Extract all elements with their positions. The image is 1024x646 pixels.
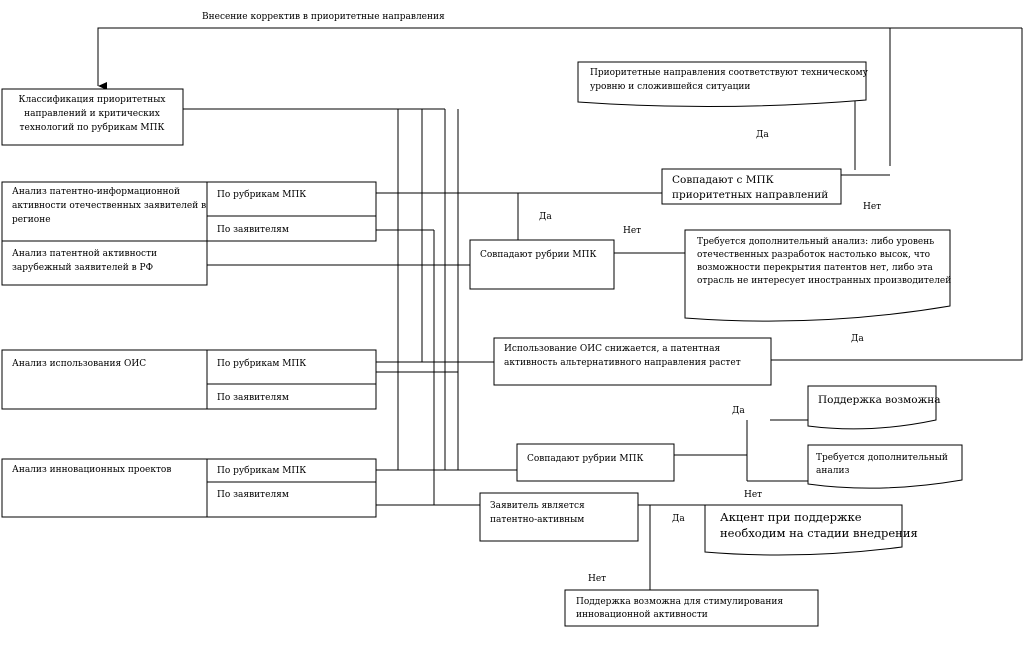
extra-analysis-long-text-2: отечественных разработок настолько высок… — [697, 249, 930, 260]
domestic-analysis-text-2: активности отечественных заявителей в — [12, 201, 206, 211]
ois-by-ipc: По рубрикам МПК — [217, 358, 306, 369]
domestic-analysis-box: Анализ патентно-информационной активност… — [1, 181, 377, 242]
applicant-active-text-1: Заявитель является — [490, 501, 585, 511]
extra-analysis-short-text-1: Требуется дополнительный — [816, 452, 948, 463]
innov-by-ipc: По рубрикам МПК — [217, 465, 306, 476]
match-rubrics-box-2: Совпадают рубрии МПК — [516, 443, 675, 482]
domestic-analysis-text-1: Анализ патентно-информационной — [12, 187, 180, 197]
domestic-by-ipc: По рубрикам МПК — [217, 189, 306, 200]
priority-match-text-1: Приоритетные направления соответствуют т… — [590, 68, 869, 78]
classification-text-1: Классификация приоритетных — [19, 95, 166, 105]
applicant-active-box: Заявитель является патентно-активным — [479, 492, 639, 542]
match-ipc-priority-box: Совпадают с МПК приоритетных направлений — [661, 168, 842, 205]
match-ipc-priority-text-1: Совпадают с МПК — [672, 174, 774, 186]
accent-support-text-2: необходим на стадии внедрения — [720, 526, 918, 540]
innov-analysis-text: Анализ инновационных проектов — [12, 465, 171, 475]
extra-analysis-long-text-4: отрасль не интересует иностранных произв… — [697, 276, 951, 286]
label-yes-1: Да — [756, 130, 769, 140]
label-no-3: Нет — [744, 490, 762, 500]
ois-analysis-text: Анализ использования ОИС — [12, 359, 146, 369]
extra-analysis-short-text-2: анализ — [816, 466, 849, 476]
priority-match-box: Приоритетные направления соответствуют т… — [577, 61, 869, 108]
support-stimulate-text-2: инновационной активности — [576, 610, 708, 620]
support-stimulate-text-1: Поддержка возможна для стимулирования — [576, 597, 783, 607]
innov-analysis-box: Анализ инновационных проектов По рубрика… — [1, 458, 377, 518]
foreign-analysis-text-2: зарубежный заявителей в РФ — [12, 262, 153, 273]
accent-support-text-1: Акцент при поддержке — [720, 510, 862, 524]
match-rubrics-1-text: Совпадают рубрии МПК — [480, 249, 596, 260]
innov-by-applicants: По заявителям — [217, 490, 289, 500]
match-rubrics-box-1: Совпадают рубрии МПК — [469, 239, 615, 290]
applicant-active-text-2: патентно-активным — [490, 515, 584, 525]
accent-support-box: Акцент при поддержке необходим на стадии… — [704, 504, 918, 556]
match-ipc-priority-text-2: приоритетных направлений — [672, 189, 828, 201]
foreign-analysis-text-1: Анализ патентной активности — [12, 249, 157, 259]
connectors — [97, 27, 1023, 591]
label-yes-4: Да — [732, 406, 745, 416]
label-yes-3: Да — [851, 334, 864, 344]
extra-analysis-short-box: Требуется дополнительный анализ — [807, 444, 963, 489]
ois-decrease-text-2: активность альтернативного направления р… — [504, 358, 741, 368]
ois-by-applicants: По заявителям — [217, 393, 289, 403]
label-no-2: Нет — [623, 226, 641, 236]
support-possible-box: Поддержка возможна — [807, 385, 941, 430]
ois-decrease-text-1: Использование ОИС снижается, а патентная — [504, 344, 721, 354]
feedback-arrow-line — [97, 27, 891, 166]
extra-analysis-long-box: Требуется дополнительный анализ: либо ур… — [684, 229, 951, 322]
foreign-analysis-box: Анализ патентной активности зарубежный з… — [1, 240, 208, 286]
classification-text-3: технологий по рубрикам МПК — [20, 122, 165, 133]
support-stimulate-box: Поддержка возможна для стимулирования ин… — [564, 589, 819, 627]
ois-decrease-box: Использование ОИС снижается, а патентная… — [493, 337, 772, 386]
match-rubrics-2-text: Совпадают рубрии МПК — [527, 453, 643, 464]
feedback-right-drop — [771, 28, 1023, 361]
extra-analysis-long-text-3: возможности перекрытия патентов нет, либ… — [697, 262, 933, 273]
label-no-1: Нет — [863, 202, 881, 212]
label-no-4: Нет — [588, 574, 606, 584]
domestic-by-applicants: По заявителям — [217, 225, 289, 235]
classification-box: Классификация приоритетных направлений и… — [1, 88, 184, 146]
extra-analysis-long-text-1: Требуется дополнительный анализ: либо ур… — [697, 236, 934, 247]
ois-analysis-box: Анализ использования ОИС По рубрикам МПК… — [1, 349, 377, 410]
classification-text-2: направлений и критических — [24, 109, 160, 119]
label-yes-2: Да — [539, 212, 552, 222]
top-note-label: Внесение корректив в приоритетные направ… — [202, 12, 445, 22]
label-yes-5: Да — [672, 514, 685, 524]
priority-match-text-2: уровню и сложившейся ситуации — [590, 82, 750, 92]
support-possible-text: Поддержка возможна — [818, 394, 941, 406]
domestic-analysis-text-3: регионе — [12, 215, 51, 225]
